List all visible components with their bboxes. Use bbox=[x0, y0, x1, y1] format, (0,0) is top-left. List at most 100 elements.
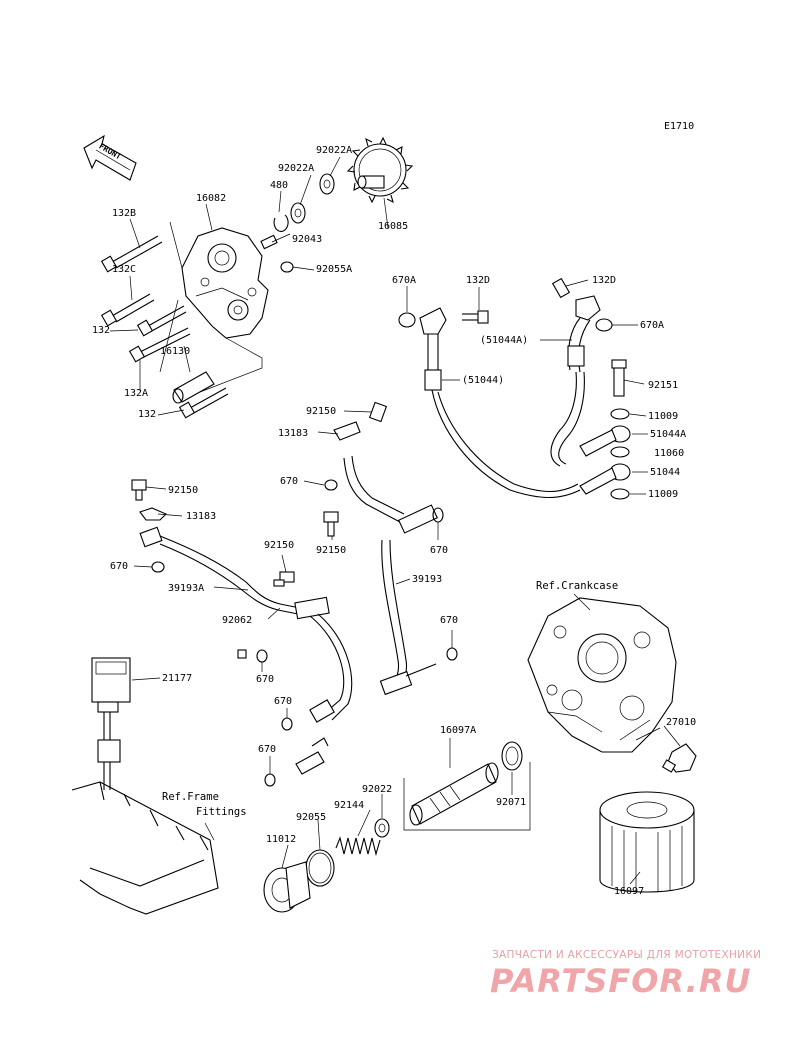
o-ring-92055a bbox=[280, 261, 294, 273]
bolt-132-lower bbox=[178, 387, 229, 419]
part-label-13183-top: 13183 bbox=[278, 428, 309, 439]
pin-92043 bbox=[260, 234, 278, 250]
part-label-51044a-paren: (51044A) bbox=[480, 335, 529, 346]
bolt-132-upper bbox=[136, 305, 187, 337]
part-label-670-c: 670 bbox=[258, 744, 277, 755]
part-label-670-mid: 670 bbox=[280, 476, 299, 487]
bolt-132c bbox=[100, 293, 155, 327]
leader-lines bbox=[109, 156, 681, 885]
bolt-132d-left bbox=[462, 310, 489, 324]
part-label-92151: 92151 bbox=[648, 380, 679, 391]
washer-92022a-inner bbox=[290, 202, 306, 224]
oil-filter-16097 bbox=[599, 791, 695, 893]
part-label-92043: 92043 bbox=[292, 234, 323, 245]
bolt-92062 bbox=[237, 649, 247, 659]
ref-crankcase: Ref.Crankcase bbox=[536, 580, 619, 592]
part-label-92150-left: 92150 bbox=[168, 485, 199, 496]
part-label-11012: 11012 bbox=[266, 834, 297, 845]
seal-92071 bbox=[501, 741, 523, 771]
part-label-92071: 92071 bbox=[496, 797, 527, 808]
part-label-11060: 11060 bbox=[654, 448, 685, 459]
part-label-92055: 92055 bbox=[296, 812, 327, 823]
part-label-39193: 39193 bbox=[412, 574, 443, 585]
o-ring-670-left bbox=[151, 561, 165, 573]
part-label-92150-center: 92150 bbox=[264, 540, 295, 551]
part-label-92022a-top: 92022A bbox=[316, 145, 353, 156]
diagram-code: E1710 bbox=[664, 121, 695, 132]
o-ring-670-b bbox=[281, 717, 293, 731]
oil-pump-body bbox=[181, 227, 269, 339]
collar-16130 bbox=[172, 371, 215, 404]
oil-pipe-39193a bbox=[131, 479, 353, 723]
part-label-132a: 132A bbox=[124, 388, 149, 399]
ref-frame-fittings-line1: Ref.Frame bbox=[162, 791, 219, 803]
part-label-92144: 92144 bbox=[334, 800, 365, 811]
part-label-11009-bottom: 11009 bbox=[648, 489, 679, 500]
part-label-27010: 27010 bbox=[666, 717, 697, 728]
o-ring-670-a bbox=[256, 649, 268, 663]
part-label-670-left: 670 bbox=[110, 561, 129, 572]
part-label-16082: 16082 bbox=[196, 193, 227, 204]
part-label-92022: 92022 bbox=[362, 784, 393, 795]
banjo-fitting-51044a bbox=[579, 425, 631, 457]
part-label-92022a-mid: 92022A bbox=[278, 163, 315, 174]
o-ring-670-bend bbox=[446, 647, 458, 661]
part-label-92055a: 92055A bbox=[316, 264, 353, 275]
washer-11009-top bbox=[610, 408, 630, 420]
o-ring-670-c bbox=[264, 773, 276, 787]
o-ring-92055 bbox=[305, 849, 335, 887]
part-label-480: 480 bbox=[270, 180, 289, 191]
part-label-16097a: 16097A bbox=[440, 725, 477, 736]
part-label-51044-paren: (51044) bbox=[462, 375, 505, 386]
part-label-16130: 16130 bbox=[160, 346, 191, 357]
part-label-16085: 16085 bbox=[378, 221, 409, 232]
oil-pressure-switch-27010 bbox=[661, 743, 697, 773]
watermark-caption: ЗАПЧАСТИ И АКСЕССУАРЫ ДЛЯ МОТОТЕХНИКИ bbox=[492, 949, 762, 961]
bolt-92150-center bbox=[323, 511, 339, 537]
part-label-670a-left: 670A bbox=[392, 275, 417, 286]
part-label-39193a: 39193A bbox=[168, 583, 205, 594]
part-label-92062: 92062 bbox=[222, 615, 253, 626]
oil-pump-gear bbox=[346, 136, 414, 204]
assembly-outline bbox=[159, 221, 263, 393]
part-label-132d-right: 132D bbox=[592, 275, 617, 286]
oil-hose-51044a bbox=[550, 277, 613, 467]
part-label-670-b: 670 bbox=[274, 696, 293, 707]
part-label-670-a: 670 bbox=[256, 674, 275, 685]
oil-pipe-39193 bbox=[333, 401, 439, 696]
part-label-670a-right: 670A bbox=[640, 320, 665, 331]
part-label-132-b: 132 bbox=[138, 409, 157, 420]
spring-92144 bbox=[335, 836, 381, 857]
part-label-670-right: 670 bbox=[430, 545, 449, 556]
part-label-16097: 16097 bbox=[614, 886, 645, 897]
washer-92022a-outer bbox=[319, 173, 335, 195]
washer-92022 bbox=[374, 818, 390, 838]
watermark-logo: PARTSFOR.RU bbox=[490, 962, 752, 1000]
part-label-132c: 132C bbox=[112, 264, 137, 275]
part-label-92150-lower: 92150 bbox=[316, 545, 347, 556]
part-label-13183-left: 13183 bbox=[186, 511, 217, 522]
frame-fittings bbox=[71, 781, 219, 915]
banjo-fitting-51044 bbox=[579, 463, 631, 495]
part-label-51044a: 51044A bbox=[650, 429, 687, 440]
plug-11012 bbox=[263, 861, 311, 913]
circlip-480 bbox=[273, 214, 289, 232]
part-label-132-a: 132 bbox=[92, 325, 111, 336]
bolt-132b bbox=[100, 235, 163, 273]
part-label-132d-left: 132D bbox=[466, 275, 491, 286]
part-label-132b: 132B bbox=[112, 208, 137, 219]
front-arrow-icon bbox=[83, 134, 137, 181]
crankcase bbox=[527, 597, 677, 753]
pipe-end-fitting bbox=[295, 737, 329, 775]
oil-hose-51044 bbox=[398, 307, 581, 498]
part-label-21177: 21177 bbox=[162, 673, 193, 684]
banjo-bolt-92151 bbox=[611, 359, 627, 397]
oil-filter-pipe-16097a bbox=[403, 762, 531, 831]
bolt-92150-lower bbox=[273, 571, 295, 587]
washer-11009-bottom bbox=[610, 488, 630, 500]
part-label-670-bend: 670 bbox=[440, 615, 459, 626]
part-label-11009-top: 11009 bbox=[648, 411, 679, 422]
part-label-92150-top: 92150 bbox=[306, 406, 337, 417]
ref-frame-fittings-line2: Fittings bbox=[196, 806, 247, 818]
